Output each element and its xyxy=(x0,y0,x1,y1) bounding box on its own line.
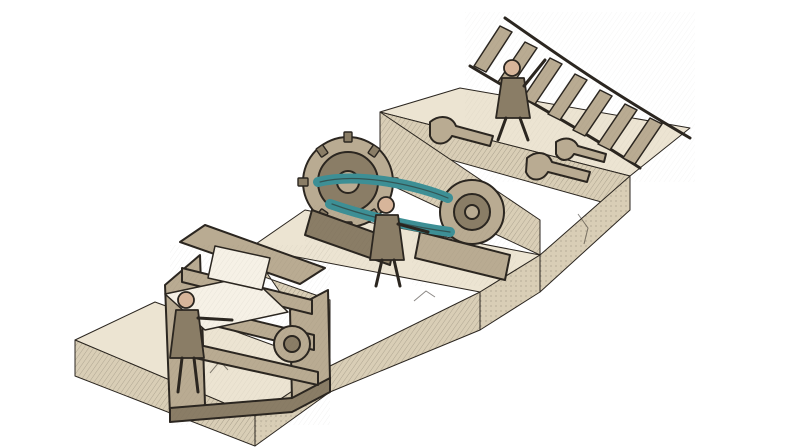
wrenches xyxy=(429,116,607,183)
wrench-icon xyxy=(429,116,494,147)
worker-icon xyxy=(495,58,547,142)
worker-icon xyxy=(369,196,430,288)
wrench-icon xyxy=(555,137,607,163)
wrench-icon xyxy=(525,152,591,183)
worker-icon xyxy=(169,291,234,394)
workers xyxy=(169,58,547,394)
